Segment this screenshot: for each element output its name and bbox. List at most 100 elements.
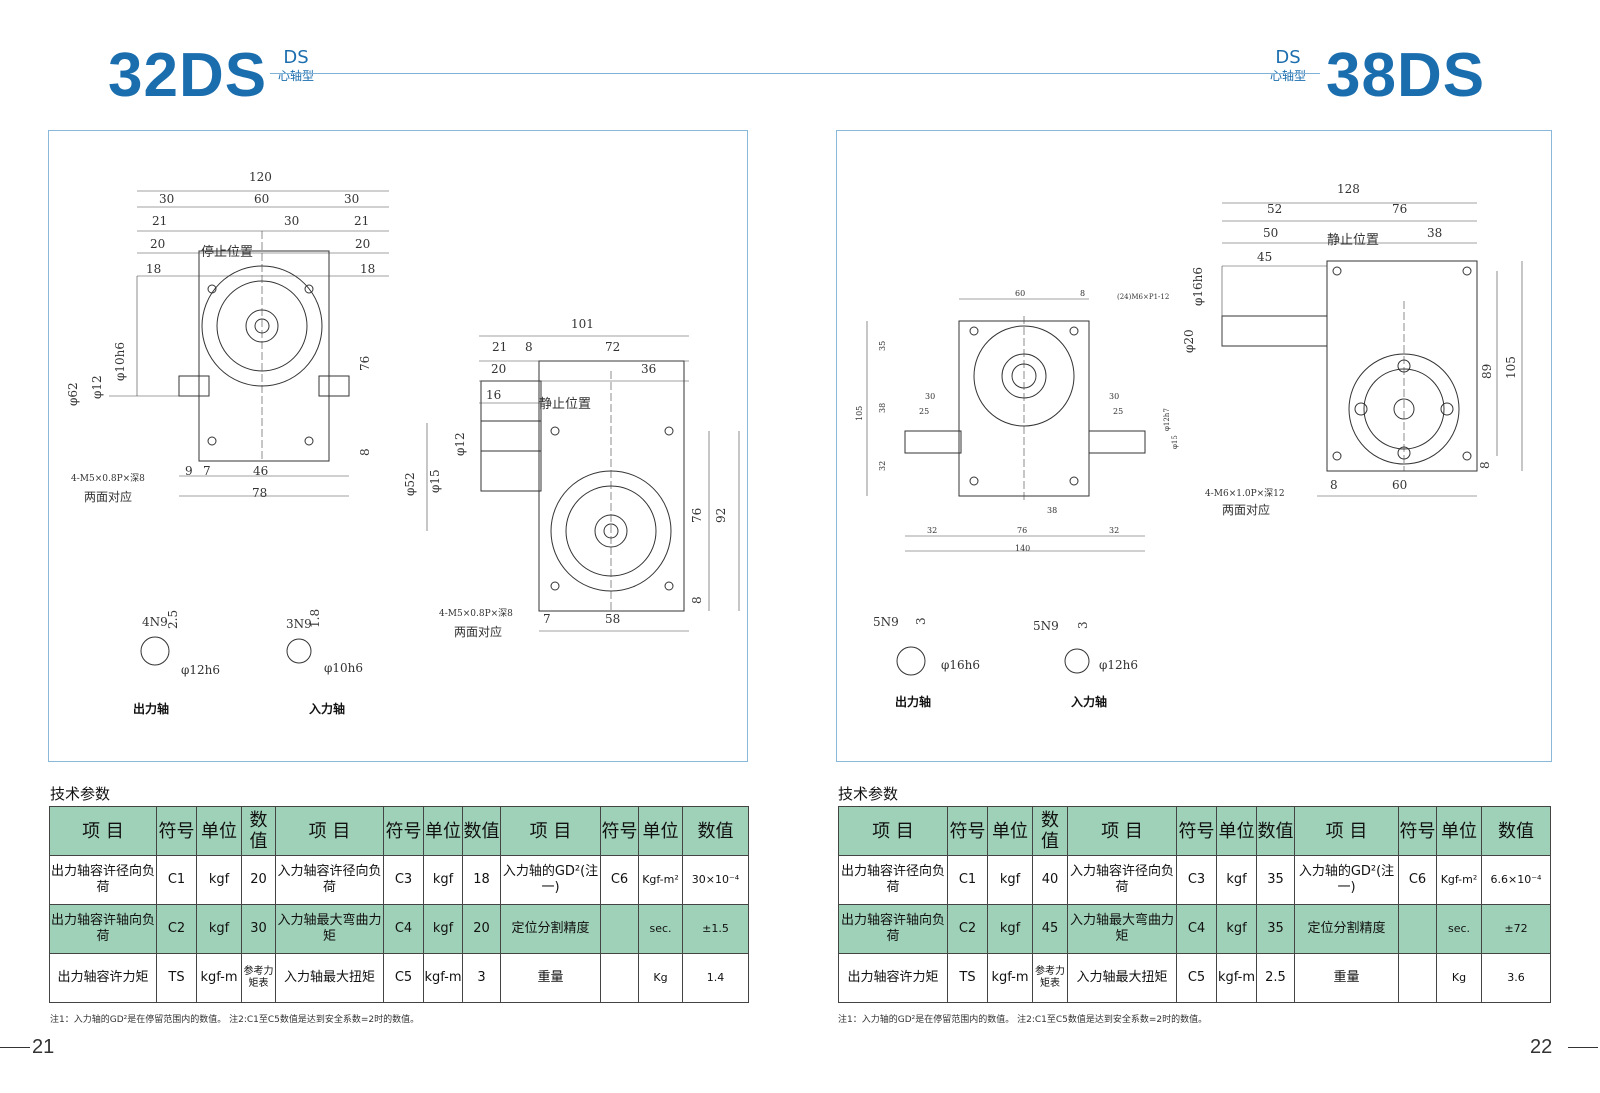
table-row: 出力轴容许径向负荷 C1 kgf 40 入力轴容许径向负荷 C3 kgf 35 …	[838, 855, 1551, 905]
dim-105: 105	[1504, 356, 1518, 379]
dim-128: 128	[1337, 182, 1360, 196]
table-cell: kgf	[1216, 904, 1257, 954]
table-header-row: 项 目 符号 单位 数值 项 目 符号 单位 数值 项 目 符号 单位 数值	[49, 806, 749, 856]
table-cell: 3	[462, 953, 501, 1003]
table-cell: C3	[383, 855, 424, 905]
dim-20c: 20	[491, 362, 506, 376]
table-cell	[1398, 953, 1437, 1003]
dim-3b: 3	[1076, 621, 1090, 629]
caption-input-shaft: 入力轴	[1071, 695, 1108, 709]
table-cell: sec.	[1436, 904, 1482, 954]
dim-8ra: 8	[1478, 461, 1492, 469]
dim-50: 50	[1263, 226, 1278, 240]
dim-8b: 8	[525, 340, 533, 354]
right-page: DS 心轴型 38DS	[800, 0, 1600, 1093]
table-cell: Kgf-m²	[638, 855, 683, 905]
dim-60r: 60	[1392, 478, 1407, 492]
table-cell: 20	[462, 904, 501, 954]
dim-30ra: 30	[925, 392, 935, 401]
header-cell: 数值	[1481, 806, 1551, 856]
dim-30a: 30	[159, 192, 174, 206]
table-cell: TS	[947, 953, 988, 1003]
table-cell: 入力轴最大弯曲力矩	[1067, 904, 1177, 954]
table-cell: C2	[156, 904, 197, 954]
model-tag-code: DS	[283, 47, 309, 68]
dim-21a: 21	[152, 214, 167, 228]
dim-8c: 8	[1080, 289, 1085, 298]
dim-38h: 38	[1047, 506, 1057, 515]
dim-2-5: 2.5	[166, 610, 180, 629]
dim-18b: 18	[360, 262, 375, 276]
tech-title-right: 技术参数	[838, 785, 899, 803]
dim-1-8: 1.8	[308, 609, 322, 628]
table-cell: Kg	[1436, 953, 1482, 1003]
dim-76h: 76	[1017, 526, 1027, 535]
dim-phi12h7: φ12h7	[1163, 408, 1171, 431]
dim-phi10h6b: φ10h6	[324, 661, 363, 675]
dim-16: 16	[486, 388, 501, 402]
table-header-row: 项 目 符号 单位 数值 项 目 符号 单位 数值 项 目 符号 单位 数值	[838, 806, 1551, 856]
table-cell: C2	[947, 904, 988, 954]
label-holes-r: 4-M6×1.0P×深12	[1205, 488, 1285, 499]
dim-21c: 21	[492, 340, 507, 354]
table-cell	[1398, 904, 1437, 954]
header-cell: 符号	[600, 806, 639, 856]
table-cell: ±72	[1481, 904, 1551, 954]
dim-35v: 35	[878, 341, 887, 351]
caption-input-shaft: 入力轴	[309, 702, 346, 716]
dim-38v: 38	[878, 403, 887, 413]
header-cell: 数值	[1032, 806, 1068, 856]
table-cell: 2.5	[1256, 953, 1295, 1003]
header-cell: 项 目	[1294, 806, 1399, 856]
dim-20b: 20	[355, 237, 370, 251]
header-cell: 符号	[156, 806, 197, 856]
dim-phi52: φ52	[403, 472, 417, 496]
page-line-left	[0, 1047, 30, 1048]
header-cell: 符号	[947, 806, 988, 856]
dim-phi16h6b: φ16h6	[941, 658, 980, 672]
table-cell: 30	[241, 904, 276, 954]
label-both-sides-2: 两面对应	[454, 624, 502, 639]
table-row: 出力轴容许力矩 TS kgf-m 参考力矩表 入力轴最大扭矩 C5 kgf-m …	[49, 953, 749, 1003]
table-cell: C1	[947, 855, 988, 905]
header-cell: 单位	[1436, 806, 1482, 856]
footnote-left: 注1：入力轴的GD²是在停留范围内的数值。 注2:C1至C5数值是达到安全系数=…	[50, 1015, 420, 1025]
table-cell: kgf	[196, 855, 242, 905]
spec-table-left: 项 目 符号 单位 数值 项 目 符号 单位 数值 项 目 符号 单位 数值 出…	[49, 806, 749, 1003]
dim-phi12h6r: φ12h6	[1099, 658, 1138, 672]
table-cell: 3.6	[1481, 953, 1551, 1003]
table-cell: C3	[1176, 855, 1217, 905]
dim-9: 9	[185, 464, 193, 478]
dim-phi15r: φ15	[1171, 435, 1179, 449]
dim-phi16h6: φ16h6	[1191, 267, 1205, 306]
dim-25ra: 25	[919, 407, 929, 416]
dim-72: 72	[605, 340, 620, 354]
dim-8a: 8	[358, 448, 372, 456]
label-stop-position-r: 静止位置	[1327, 233, 1379, 248]
table-cell: 入力轴最大扭矩	[1067, 953, 1177, 1003]
table-cell: kgf	[1216, 855, 1257, 905]
header-cell: 符号	[1176, 806, 1217, 856]
table-cell: kgf	[196, 904, 242, 954]
table-cell: 入力轴最大扭矩	[275, 953, 384, 1003]
table-cell: kgf-m	[423, 953, 463, 1003]
table-cell: 1.4	[682, 953, 749, 1003]
table-row: 出力轴容许力矩 TS kgf-m 参考力矩表 入力轴最大扭矩 C5 kgf-m …	[838, 953, 1551, 1003]
header-rule-left	[270, 73, 800, 74]
footnote-right: 注1：入力轴的GD²是在停留范围内的数值。 注2:C1至C5数值是达到安全系数=…	[838, 1015, 1208, 1025]
table-cell: 35	[1256, 904, 1295, 954]
table-cell: kgf	[423, 855, 463, 905]
dim-92: 92	[714, 508, 728, 523]
dim-21b: 21	[354, 214, 369, 228]
page-line-right	[1568, 1047, 1598, 1048]
dim-140: 140	[1015, 544, 1030, 553]
table-cell: TS	[156, 953, 197, 1003]
dim-89: 89	[1480, 364, 1494, 379]
dim-46: 46	[253, 464, 268, 478]
table-cell: 6.6×10⁻⁴	[1481, 855, 1551, 905]
table-cell	[600, 904, 639, 954]
header-cell: 单位	[1216, 806, 1257, 856]
header-cell: 数值	[682, 806, 749, 856]
label-both-sides: 两面对应	[84, 489, 132, 504]
header-cell: 符号	[1398, 806, 1437, 856]
